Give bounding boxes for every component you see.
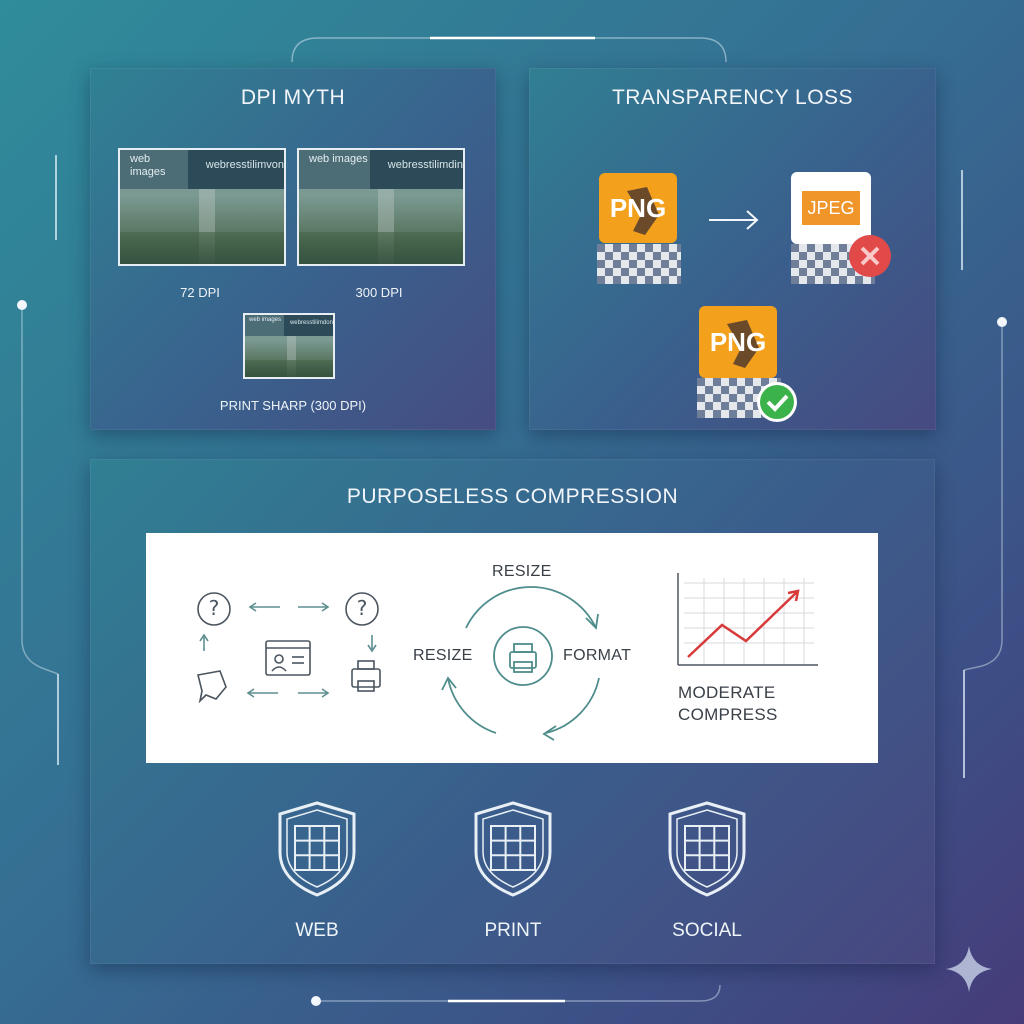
shield-grid-icon [278, 801, 356, 897]
thumb-res-text: webresstilimvon [205, 159, 284, 171]
chart-caption-line2: COMPRESS [678, 705, 778, 724]
cycle-label-top: RESIZE [492, 563, 552, 580]
thumb-res-text: webresstilimdin [387, 159, 463, 171]
jpeg-label: JPEG [802, 191, 860, 225]
shield-label-web: WEB [295, 920, 339, 941]
shield-label-print: PRINT [484, 920, 542, 941]
thumbnail-72-dpi: web images webresstilimvon [118, 148, 286, 266]
thumbnail-print: web images webresstilimdon [243, 313, 335, 379]
dpi-label-print: PRINT SHARP (300 DPI) [219, 398, 367, 413]
dpi-label-72: 72 DPI [180, 285, 220, 300]
panel-title: PURPOSELESS COMPRESSION [346, 485, 679, 508]
png-file-icon: PNG [599, 173, 677, 243]
cycle-label-left: RESIZE [413, 647, 473, 664]
thumb-label: web images [120, 150, 188, 189]
panel-title: TRANSPARENCY LOSS [611, 86, 854, 109]
shield-label-social: SOCIAL [672, 920, 742, 941]
transparency-checker [597, 244, 681, 284]
cycle-label-right: FORMAT [563, 647, 632, 664]
svg-text:?: ? [209, 596, 220, 620]
thumb-res-text: webresstilimdon [289, 320, 333, 326]
png-result-file-icon: PNG [699, 306, 777, 378]
resize-format-cycle-diagram [441, 586, 600, 741]
transparency-loss-panel: TRANSPARENCY LOSS PNG JPEG PNG [529, 68, 936, 430]
thumb-label: web images [245, 315, 284, 337]
thumbnail-300-dpi: web images webresstilimdin [297, 148, 465, 266]
compression-trend-chart [677, 573, 818, 666]
error-x-icon [849, 235, 891, 277]
panel-title: DPI MYTH [240, 86, 346, 109]
dpi-myth-panel: DPI MYTH web images webresstilimvon web i… [90, 68, 496, 430]
chart-caption-line1: MODERATE [678, 683, 776, 702]
jpeg-file-icon: JPEG [791, 172, 871, 244]
dpi-label-300: 300 DPI [355, 285, 403, 300]
sparkle-icon [946, 946, 992, 992]
transparency-checker [791, 244, 875, 284]
success-check-icon [757, 382, 797, 422]
shield-grid-icon [474, 801, 552, 897]
shield-grid-icon [668, 801, 746, 897]
png-label: PNG [609, 192, 667, 223]
svg-text:?: ? [357, 596, 368, 620]
workflow-diagram: ? ? [197, 592, 381, 704]
compression-diagram-box: ? ? RESIZE RESIZE FORMAT [146, 533, 878, 763]
thumb-label: web images [299, 150, 370, 189]
arrow-right-icon [709, 210, 759, 230]
png-result-label: PNG [709, 326, 767, 357]
